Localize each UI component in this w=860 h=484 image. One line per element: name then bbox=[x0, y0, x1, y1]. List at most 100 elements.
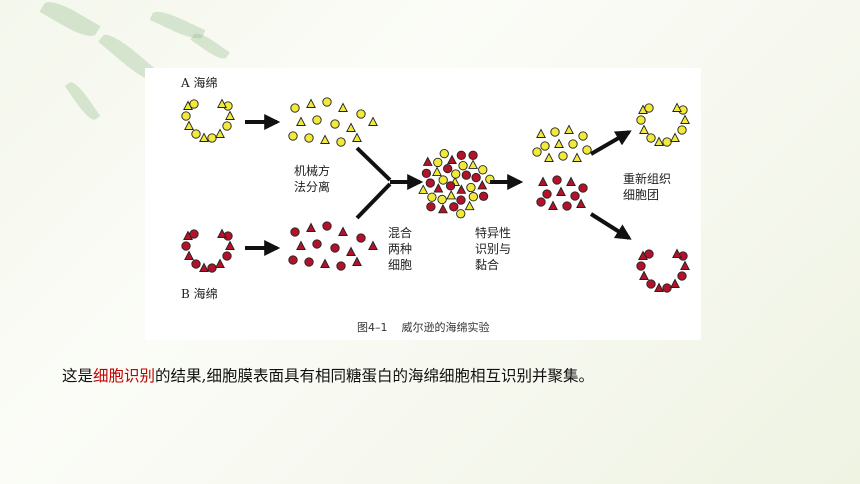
mixed-cell bbox=[447, 154, 457, 165]
sorted-red-cell bbox=[552, 175, 562, 185]
sorted-yellow-cell bbox=[578, 131, 588, 141]
sponge-b-cell bbox=[181, 241, 191, 251]
separated-b-cell bbox=[322, 221, 332, 231]
mixed-cell bbox=[443, 163, 453, 174]
regrouped-b-cell bbox=[680, 260, 690, 270]
mixed-cell bbox=[418, 184, 429, 194]
sponge-a-cell bbox=[184, 120, 194, 130]
mixed-cell bbox=[456, 150, 466, 160]
sorted-yellow-cell bbox=[540, 141, 550, 151]
separated-a-cell bbox=[306, 98, 316, 108]
sorted-red-cell bbox=[562, 201, 572, 211]
mixed-cell bbox=[468, 192, 479, 202]
mixed-cell bbox=[464, 200, 475, 211]
mixed-cell bbox=[445, 181, 456, 191]
regrouped-b-cell bbox=[636, 261, 646, 271]
arrow-converge-top bbox=[355, 146, 392, 182]
explanation-sentence: 这是细胞识别的结果,细胞膜表面具有相同糖蛋白的海绵细胞相互识别并聚集。 bbox=[62, 364, 594, 386]
regrouped-a-cell bbox=[646, 133, 656, 143]
mixed-cell bbox=[432, 166, 442, 177]
sponge-b-cell bbox=[189, 229, 199, 239]
mixed-cell bbox=[451, 169, 461, 179]
sorted-red-cell bbox=[556, 186, 566, 196]
mixed-cell bbox=[433, 183, 444, 193]
sponge-a-cell bbox=[181, 111, 191, 121]
regrouped-a-cell bbox=[662, 137, 672, 147]
sponge-a-cell bbox=[222, 121, 232, 131]
diagram-canvas bbox=[181, 97, 690, 293]
separated-a-cell bbox=[338, 102, 348, 112]
separated-a-cell bbox=[356, 109, 366, 119]
regrouped-b-cell bbox=[670, 278, 680, 288]
separated-b-cell bbox=[288, 255, 298, 265]
mixed-cell bbox=[468, 150, 478, 160]
regrouped-a-cell bbox=[680, 114, 690, 124]
regrouped-b-cell bbox=[677, 271, 687, 281]
separated-a-cell bbox=[330, 119, 340, 129]
sponge-a-cell bbox=[199, 132, 209, 142]
mixed-cell bbox=[456, 209, 466, 219]
sorted-yellow-cell bbox=[564, 124, 574, 134]
separated-b-cell bbox=[320, 258, 330, 268]
mixed-cell bbox=[425, 178, 435, 188]
sorted-yellow-cell bbox=[532, 147, 542, 157]
sponge-a-cell bbox=[217, 98, 227, 108]
separated-a-cell bbox=[290, 103, 300, 113]
sorted-yellow-cell bbox=[582, 145, 592, 155]
separated-b-cell bbox=[356, 233, 366, 243]
mixed-cell bbox=[446, 190, 457, 200]
label-regroup: 重新组织 细胞团 bbox=[623, 172, 672, 202]
regrouped-b-cell bbox=[644, 249, 654, 259]
mixed-cell bbox=[468, 159, 478, 169]
mixed-cell bbox=[461, 170, 471, 180]
separated-b-cell bbox=[312, 239, 322, 249]
label-specific-recognition: 特异性 识别与 黏合 bbox=[475, 226, 512, 272]
figure-caption: 图4–1 威尔逊的海绵实验 bbox=[357, 319, 490, 335]
separated-a-cell bbox=[368, 116, 378, 126]
mixed-cell bbox=[471, 172, 481, 183]
separated-b-cell bbox=[290, 227, 300, 237]
sorted-red-cell bbox=[536, 197, 546, 207]
separated-b-cell bbox=[336, 261, 346, 271]
sponge-b-cell bbox=[191, 259, 201, 269]
separated-b-cell bbox=[368, 240, 378, 250]
sorted-red-cell bbox=[548, 200, 558, 210]
mixed-cell bbox=[426, 202, 436, 212]
label-mechanical-separation: 机械方 法分离 bbox=[294, 164, 331, 194]
sponge-b-cell bbox=[207, 263, 217, 273]
separated-a-cell bbox=[304, 133, 314, 143]
sorted-red-cell bbox=[578, 183, 588, 193]
separated-b-cell bbox=[352, 256, 362, 266]
regrouped-a-cell bbox=[636, 115, 646, 125]
caption-title: 威尔逊的海绵实验 bbox=[401, 321, 490, 334]
separated-a-cell bbox=[336, 137, 346, 147]
regrouped-a-cell bbox=[644, 103, 654, 113]
regrouped-b-cell bbox=[639, 270, 649, 280]
sponge-a-cell bbox=[191, 129, 201, 139]
mixed-cell bbox=[449, 202, 459, 212]
mixed-cell bbox=[477, 180, 488, 190]
mixed-cell bbox=[478, 191, 489, 201]
separated-a-cell bbox=[320, 134, 330, 144]
sponge-a-cell bbox=[215, 128, 225, 138]
mixed-cell bbox=[437, 194, 447, 205]
sorted-red-cell bbox=[542, 189, 552, 199]
sorted-yellow-cell bbox=[558, 151, 568, 161]
separated-a-cell bbox=[322, 97, 332, 107]
label-sponge-b: B 海绵 bbox=[181, 287, 218, 301]
mixed-cell bbox=[456, 195, 466, 205]
regrouped-a-cell bbox=[654, 136, 664, 146]
mixed-cell bbox=[438, 203, 448, 214]
sentence-highlight: 细胞识别 bbox=[93, 367, 156, 385]
mixed-cell bbox=[427, 192, 437, 202]
sponge-b-cell bbox=[225, 240, 235, 250]
sponge-experiment-figure: A 海绵 B 海绵 机械方 法分离 混合 两种 细胞 特异性 识别与 黏合 重新… bbox=[145, 68, 701, 340]
separated-a-cell bbox=[346, 122, 356, 132]
regrouped-a-cell bbox=[670, 132, 680, 142]
regrouped-b-cell bbox=[654, 282, 664, 292]
sponge-b-cell bbox=[199, 262, 209, 272]
separated-b-cell bbox=[296, 240, 306, 250]
mixed-cell bbox=[422, 156, 433, 166]
label-mix-cells: 混合 两种 细胞 bbox=[388, 226, 413, 272]
separated-a-cell bbox=[288, 131, 298, 141]
